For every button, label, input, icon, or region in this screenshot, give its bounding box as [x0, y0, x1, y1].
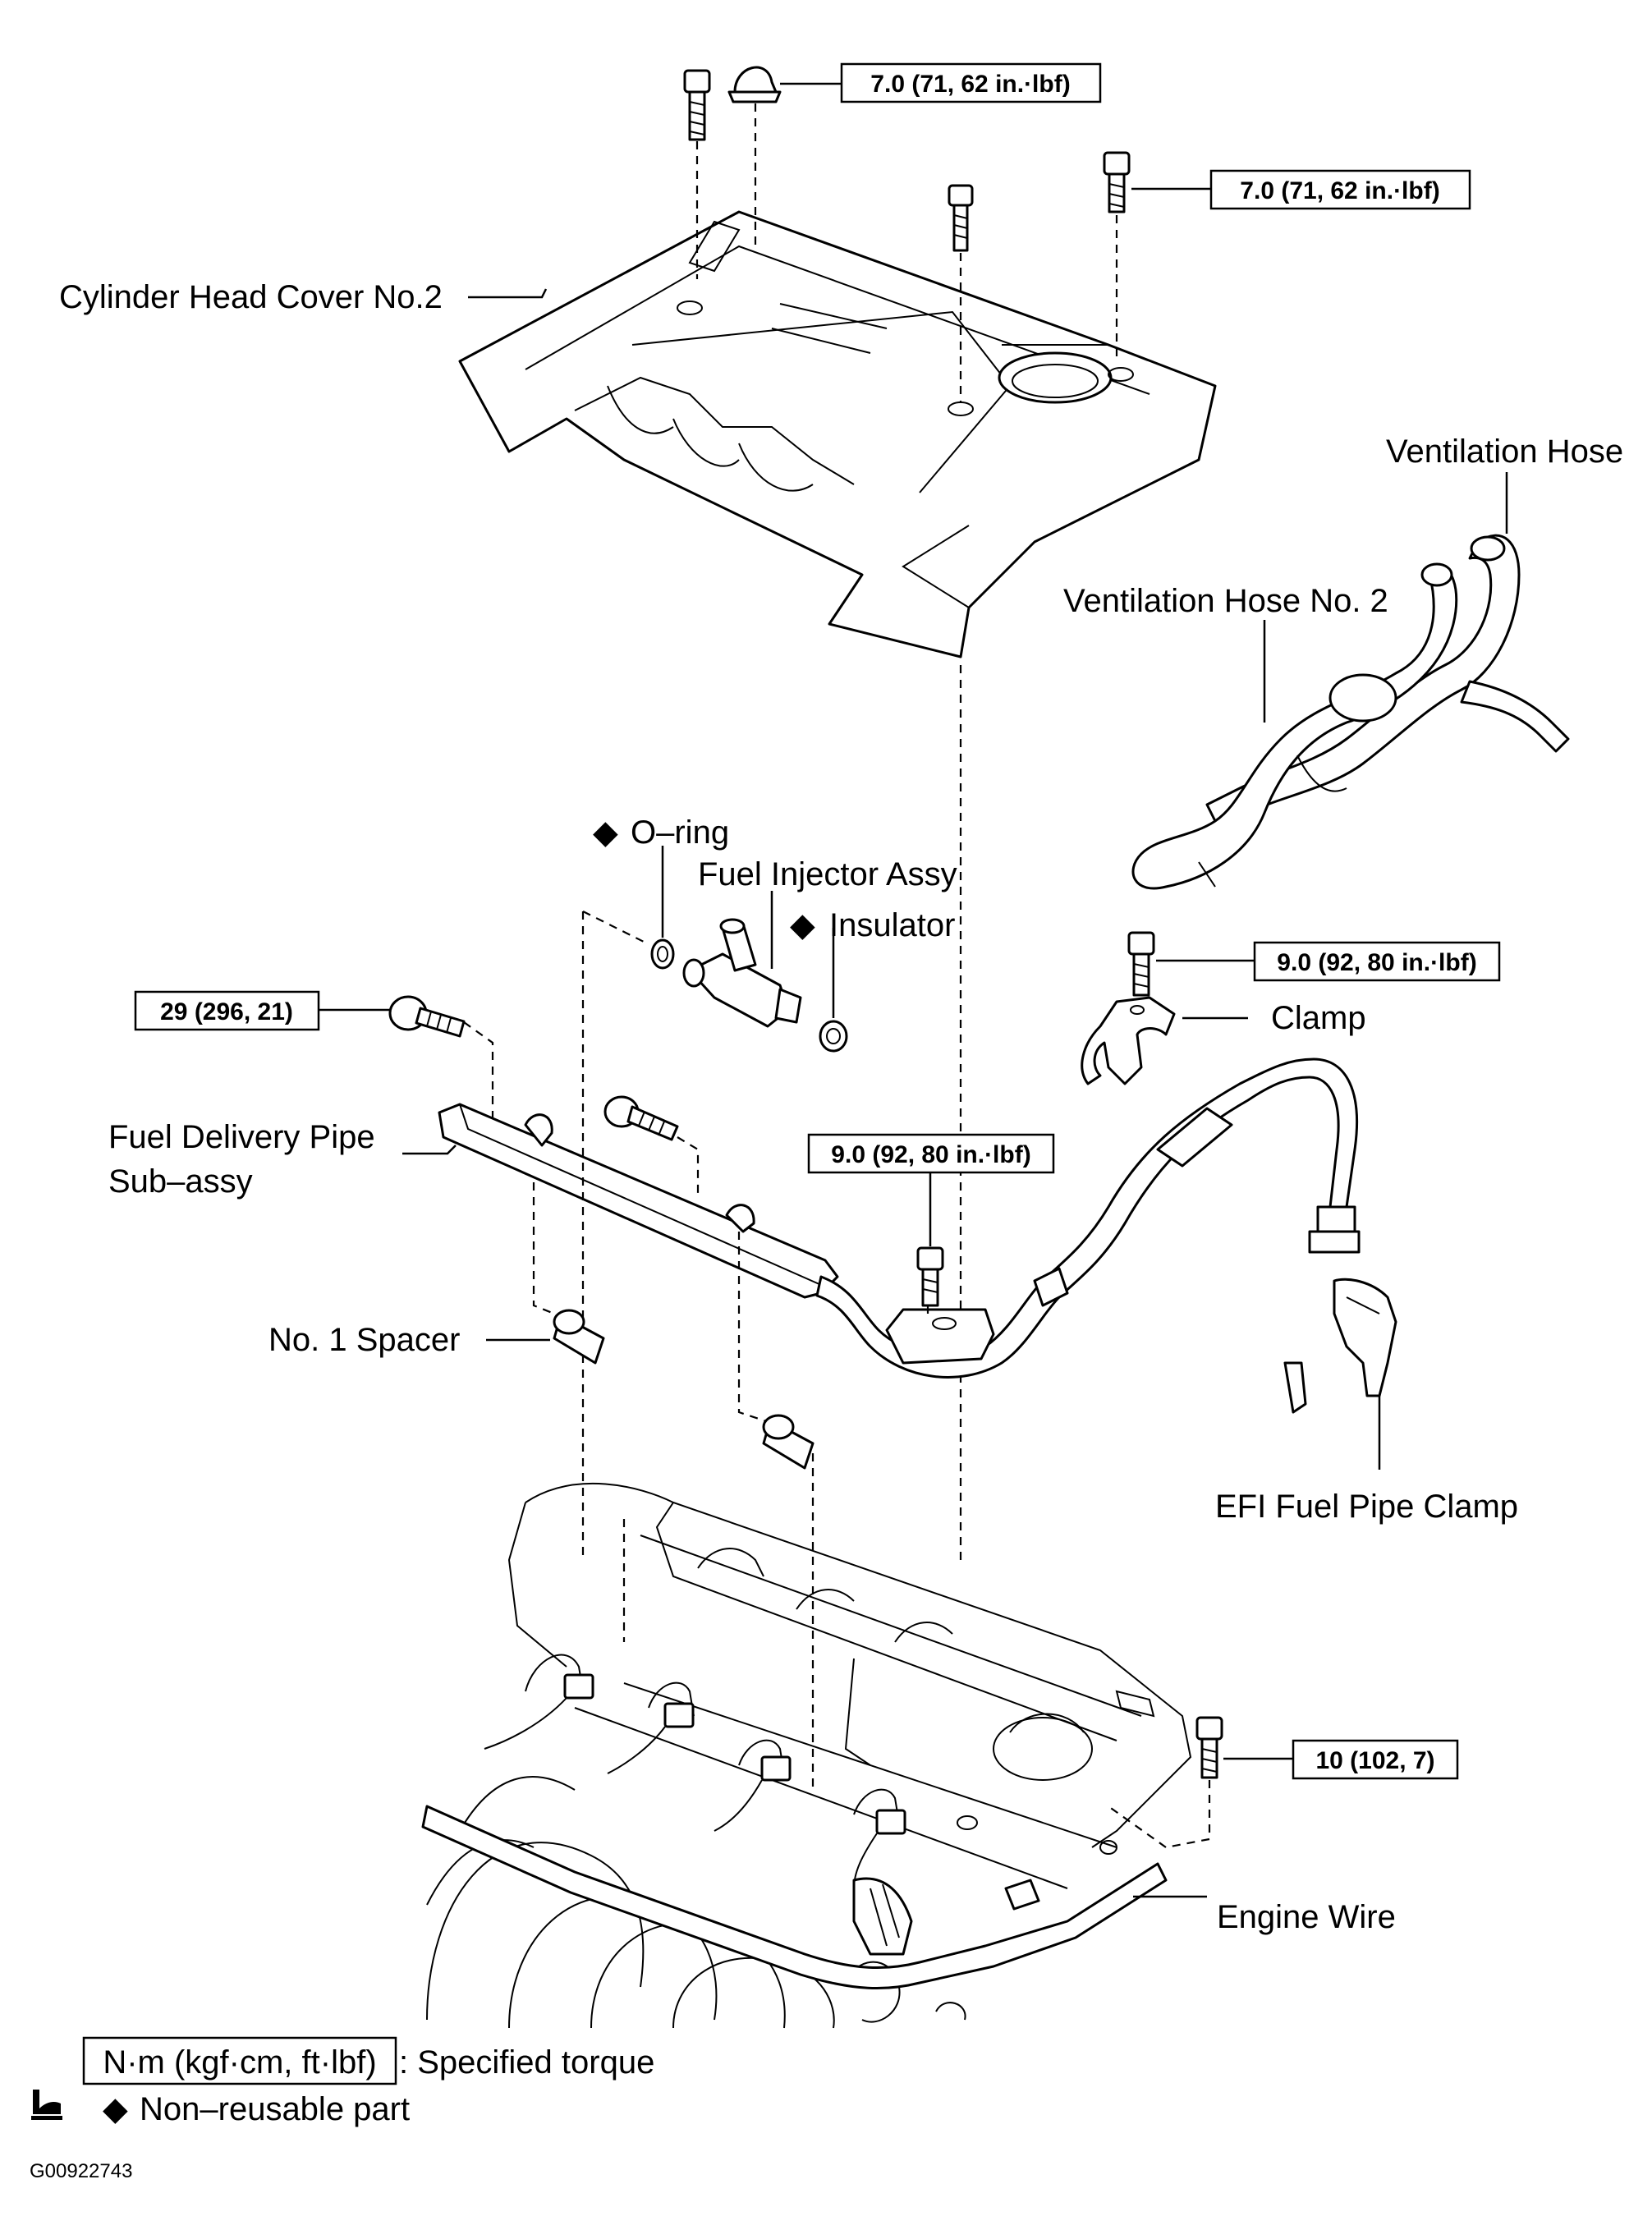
label-insulator: Insulator	[829, 907, 955, 943]
label-fuel-delivery-pipe-2: Sub–assy	[108, 1163, 253, 1200]
label-o-ring: O–ring	[631, 814, 729, 851]
svg-text:7.0 (71, 62 in.·lbf): 7.0 (71, 62 in.·lbf)	[1240, 177, 1439, 204]
legend: N·m (kgf·cm, ft·lbf) : Specified torque …	[31, 2036, 654, 2127]
label-efi-fuel-pipe-clamp: EFI Fuel Pipe Clamp	[1215, 1489, 1518, 1525]
pipe-bolt-center	[916, 1246, 944, 1307]
label-fuel-delivery-pipe-1: Fuel Delivery Pipe	[108, 1119, 375, 1155]
pipe-bolt-left	[388, 995, 466, 1038]
torque-box-top-right: 7.0 (71, 62 in.·lbf)	[1209, 169, 1471, 210]
insulator	[819, 1020, 848, 1053]
label-engine-wire: Engine Wire	[1217, 1899, 1396, 1935]
cover-cap-nut	[727, 66, 782, 103]
cover-bolt-center	[948, 184, 974, 252]
torque-box-clamp-bolt: 9.0 (92, 80 in.·lbf)	[1253, 941, 1501, 982]
cover-bolt-right	[1103, 151, 1131, 213]
pipe-bolt-mid	[603, 1095, 679, 1141]
label-ventilation-hose: Ventilation Hose	[1386, 434, 1623, 470]
fuel-injector	[682, 918, 802, 1028]
cover-bolt-left	[683, 69, 711, 141]
fuel-line	[815, 1058, 1361, 1379]
fuel-delivery-pipe	[438, 1103, 839, 1299]
torque-box-engine-bolt: 10 (102, 7)	[1292, 1739, 1459, 1780]
ventilation-hose-no2	[1131, 562, 1458, 890]
diamond-mark: ◆	[593, 814, 618, 851]
figure-code: G00922743	[30, 2160, 132, 2182]
svg-text:10 (102, 7): 10 (102, 7)	[1315, 1747, 1434, 1774]
label-clamp: Clamp	[1271, 1000, 1366, 1036]
svg-text:9.0 (92, 80 in.·lbf): 9.0 (92, 80 in.·lbf)	[1277, 949, 1476, 976]
torque-box-top-cap: 7.0 (71, 62 in.·lbf)	[840, 62, 1102, 103]
svg-text:7.0 (71, 62 in.·lbf): 7.0 (71, 62 in.·lbf)	[870, 71, 1070, 98]
no1-spacer-1	[553, 1309, 605, 1365]
torque-box-mid-bolt: 9.0 (92, 80 in.·lbf)	[807, 1133, 1055, 1174]
clamp	[1081, 996, 1176, 1085]
engine-head	[507, 1482, 1192, 1889]
legend-unit-box: N·m (kgf·cm, ft·lbf)	[103, 2044, 376, 2081]
label-cylinder-head-cover: Cylinder Head Cover No.2	[59, 279, 443, 315]
diamond-mark: ◆	[790, 907, 815, 943]
svg-text:9.0 (92, 80 in.·lbf): 9.0 (92, 80 in.·lbf)	[831, 1141, 1030, 1168]
label-ventilation-hose-no2: Ventilation Hose No. 2	[1063, 583, 1388, 619]
book-icon	[31, 2090, 62, 2120]
injector-connectors	[484, 1654, 906, 1889]
svg-text:29 (296, 21): 29 (296, 21)	[160, 998, 293, 1025]
legend-unit-text: : Specified torque	[399, 2044, 654, 2081]
legend-nonreusable-text: Non–reusable part	[140, 2091, 410, 2127]
engine-bolt	[1195, 1716, 1223, 1779]
clamp-bolt	[1127, 931, 1155, 997]
efi-fuel-pipe-clamp	[1283, 1278, 1397, 1414]
o-ring	[650, 938, 675, 970]
legend-diamond: ◆	[103, 2091, 128, 2127]
label-fuel-injector: Fuel Injector Assy	[698, 856, 957, 892]
cylinder-head-cover	[458, 210, 1217, 658]
label-no1-spacer: No. 1 Spacer	[268, 1322, 460, 1358]
engine-wire	[421, 1805, 1168, 1990]
no1-spacer-2	[762, 1414, 815, 1470]
torque-box-pipe-bolt: 29 (296, 21)	[134, 990, 320, 1031]
